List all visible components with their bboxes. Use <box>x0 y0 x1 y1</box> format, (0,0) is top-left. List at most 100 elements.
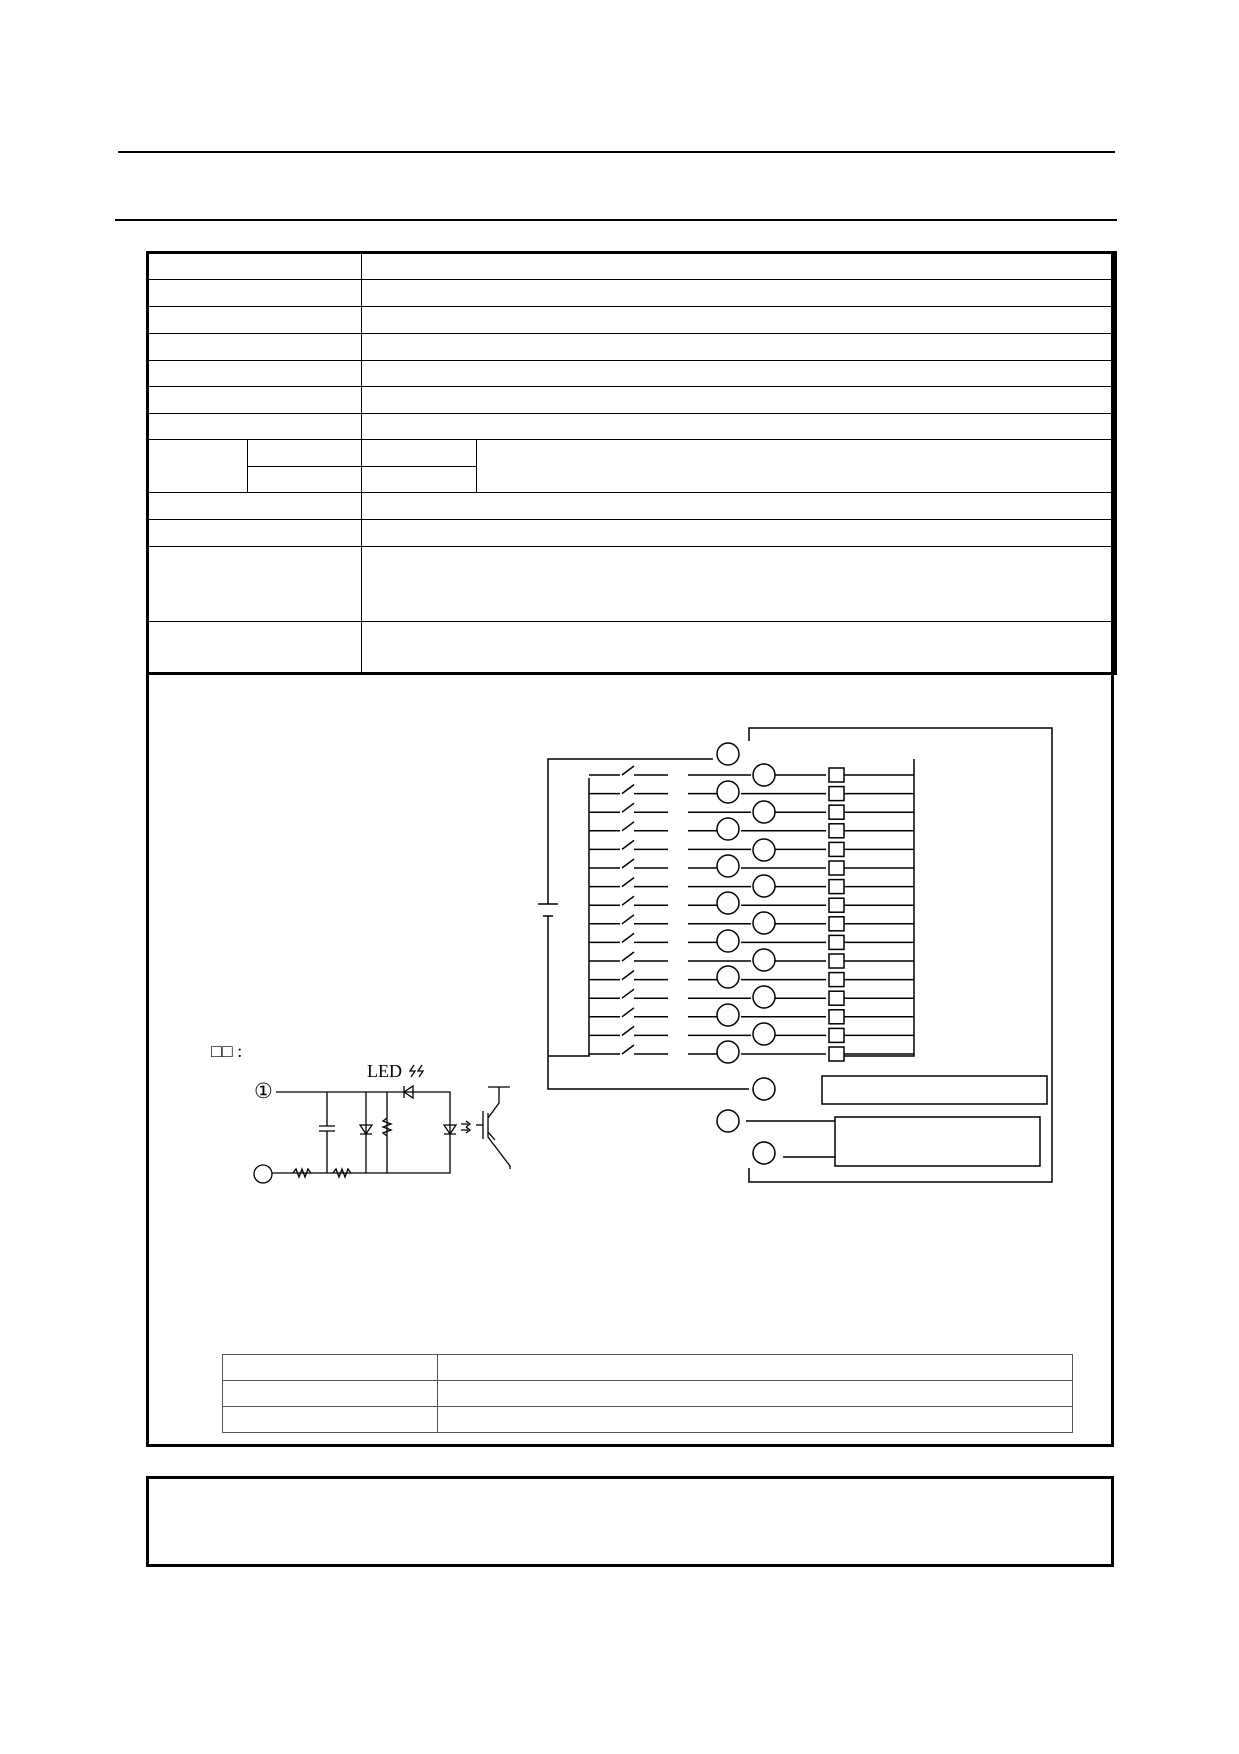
switch-input-row <box>589 858 914 869</box>
switch-input-row <box>589 784 914 795</box>
spec-row <box>147 413 1116 440</box>
outer-loop-wire <box>748 727 1053 1183</box>
legend-row <box>222 1380 1073 1407</box>
spec-split-row <box>147 439 1116 493</box>
terminal-circle <box>752 763 776 787</box>
input-led-indicator <box>828 823 845 839</box>
output-box-upper <box>821 1075 1048 1105</box>
notes-box <box>146 1476 1114 1567</box>
spec-header-row <box>147 252 1116 280</box>
input-led-indicator <box>828 804 845 820</box>
common-bus-wire <box>547 758 749 1090</box>
switch-input-row <box>589 1025 914 1037</box>
input-led-indicator <box>828 916 845 932</box>
optocoupler-diode-icon <box>442 1124 458 1136</box>
spec-sub-value <box>361 466 477 493</box>
resistor-series-icon <box>292 1167 352 1179</box>
spec-value <box>361 546 1116 622</box>
input-led-indicator <box>828 953 845 969</box>
input-led-indicator <box>828 971 845 988</box>
switch-input-row <box>589 970 914 981</box>
input-led-indicator <box>828 934 845 951</box>
terminal-circle <box>752 911 776 935</box>
switch-input-row <box>589 765 914 776</box>
spec-value <box>361 279 1116 307</box>
spec-label <box>147 546 362 622</box>
switch-input-row <box>589 839 914 851</box>
wiring-label-cell <box>147 621 362 674</box>
switch-input-row <box>589 802 914 813</box>
terminal-circle <box>716 780 740 804</box>
spec-split-row <box>148 466 1116 493</box>
spec-row <box>147 492 1116 520</box>
input-led-indicator <box>828 785 845 802</box>
terminal-circle <box>716 1040 740 1064</box>
spec-table <box>146 251 1117 675</box>
circuit-prefix-label: □□ : <box>211 1041 242 1061</box>
terminal-circle <box>716 929 740 953</box>
switch-input-row <box>589 1044 914 1055</box>
terminal-circle <box>716 742 740 766</box>
terminal-circle <box>716 854 740 878</box>
legend-key <box>222 1380 438 1407</box>
terminal-circle <box>716 817 740 841</box>
lower-wires <box>746 1120 835 1158</box>
legend-desc <box>437 1354 1073 1381</box>
terminal-circle <box>716 965 740 989</box>
spec-label <box>147 386 362 414</box>
switch-input-row <box>589 877 914 888</box>
spec-row-tall <box>147 546 1116 622</box>
switch-input-row <box>589 895 914 906</box>
optocoupler-light-icon <box>461 1120 472 1134</box>
legend-desc <box>437 1406 1073 1433</box>
input-led-indicator <box>828 1046 845 1062</box>
terminal-circle <box>716 1109 740 1133</box>
terminal-circle <box>752 1077 776 1101</box>
spec-value <box>361 519 1116 547</box>
terminal-circle <box>752 874 776 898</box>
terminal-circle <box>716 891 740 915</box>
wiring-label-spacer <box>361 621 1116 674</box>
terminal-one-label: ① <box>254 1079 273 1103</box>
spec-group-value <box>476 439 1116 493</box>
input-led-indicator <box>828 1009 845 1025</box>
led-emission-icon <box>408 1064 425 1078</box>
terminal-circle <box>752 948 776 972</box>
switch-input-row <box>589 1007 914 1018</box>
input-led-indicator <box>828 1027 845 1044</box>
terminal-circle <box>752 800 776 824</box>
input-led-indicator <box>828 841 845 858</box>
led-label: LED <box>367 1061 402 1081</box>
switch-bus <box>548 778 590 1057</box>
spec-sub-label <box>247 439 362 467</box>
battery-symbol <box>538 903 558 917</box>
indicator-bus <box>844 759 915 1057</box>
header-bottom-rule <box>115 219 1117 221</box>
switch-input-row <box>589 821 914 832</box>
input-led-indicator <box>828 897 845 913</box>
spec-value <box>361 492 1116 520</box>
phototransistor-icon <box>482 1086 511 1169</box>
legend-key <box>222 1406 438 1433</box>
terminal-circle <box>752 985 776 1009</box>
led-diode-icon <box>402 1084 414 1100</box>
header-top-rule <box>118 151 1115 153</box>
spec-wiring-label-row <box>147 621 1116 674</box>
resistor-icon <box>381 1117 393 1137</box>
legend-row <box>222 1406 1073 1433</box>
legend-key <box>222 1354 438 1381</box>
spec-row <box>147 360 1116 387</box>
diode-icon <box>358 1124 374 1136</box>
spec-sub-label <box>247 466 362 493</box>
input-led-indicator <box>828 767 845 783</box>
spec-label <box>147 492 362 520</box>
spec-label <box>147 413 362 440</box>
spec-group-label <box>147 439 248 493</box>
terminal-two-circle <box>253 1164 273 1184</box>
legend-row <box>222 1354 1073 1381</box>
input-led-indicator <box>828 878 845 895</box>
switch-input-row <box>589 932 914 944</box>
spec-row <box>147 519 1116 547</box>
switch-input-row <box>589 988 914 999</box>
terminal-circle <box>716 1003 740 1027</box>
